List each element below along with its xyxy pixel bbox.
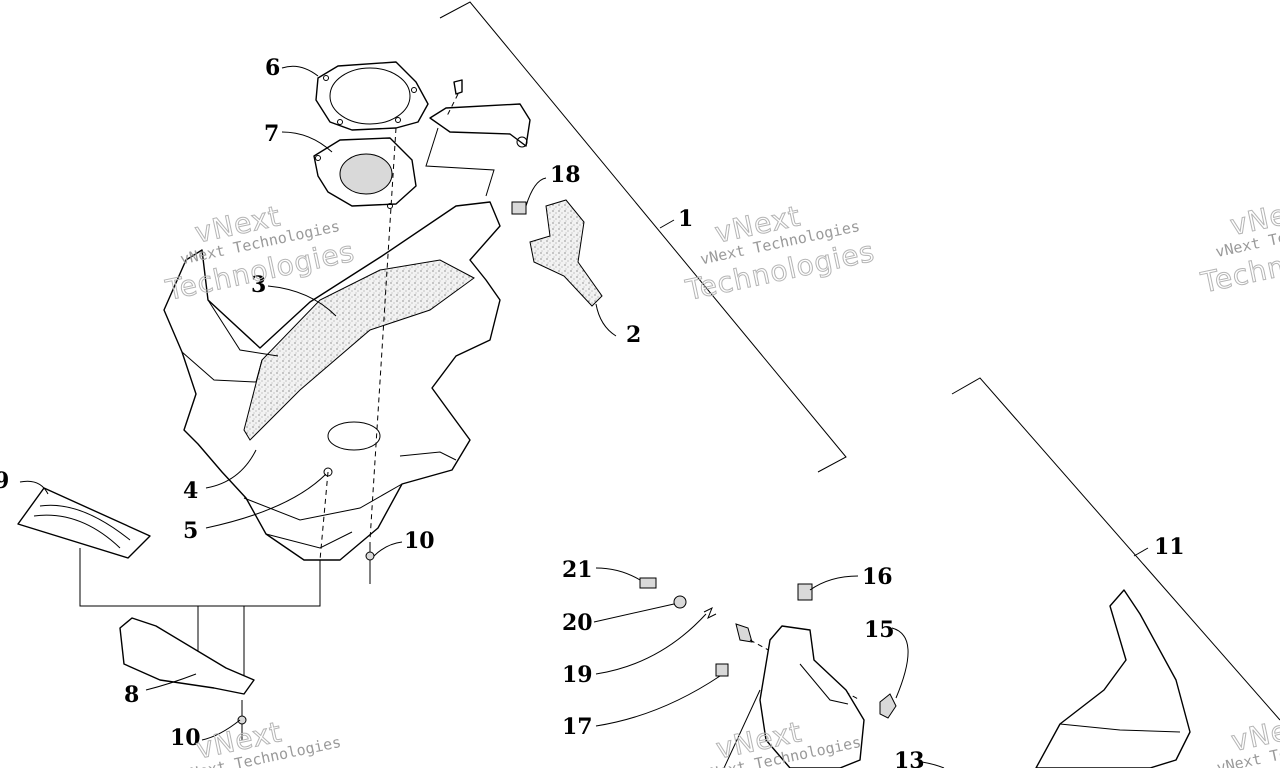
part-11-shroud xyxy=(1035,589,1191,768)
part-21-screw xyxy=(639,577,657,589)
callout-19: 19 xyxy=(562,662,593,688)
callout-10-lower: 10 xyxy=(170,725,201,751)
callout-8: 8 xyxy=(124,682,139,708)
callout-21: 21 xyxy=(562,557,593,583)
part-1-shroud xyxy=(163,201,501,561)
callout-2: 2 xyxy=(626,322,641,348)
callout-17: 17 xyxy=(562,714,593,740)
part-19-nut xyxy=(735,623,753,643)
assembly-11-bracket xyxy=(951,377,1280,721)
callout-11: 11 xyxy=(1154,534,1185,560)
watermark-6: vNext vNext Technologies xyxy=(1215,707,1280,768)
callout-9: 9 xyxy=(0,468,9,494)
part-15-bolt xyxy=(879,693,897,719)
callout-10-upper: 10 xyxy=(404,528,435,554)
callout-20: 20 xyxy=(562,610,593,636)
watermark-3: vNext vNext Technologies Technologies xyxy=(1197,191,1280,300)
callout-7: 7 xyxy=(264,121,279,147)
assembly-1-bracket xyxy=(439,1,847,473)
part-9-panel xyxy=(17,487,151,559)
part-20-washer xyxy=(673,595,687,609)
part-19-clip xyxy=(703,606,717,620)
watermark-2: vNext vNext Technologies Technologies xyxy=(682,199,879,308)
callout-1: 1 xyxy=(678,206,693,232)
callout-4: 4 xyxy=(183,478,198,504)
bracket-lower-middle xyxy=(759,625,865,768)
part-16-nut xyxy=(797,583,813,601)
part-2-foam xyxy=(529,199,603,307)
bracket-hardware-top xyxy=(425,79,531,197)
watermark-5: vNext vNext Technologies xyxy=(700,715,863,768)
callout-13: 13 xyxy=(894,748,925,768)
callout-5: 5 xyxy=(183,518,198,544)
fastener-line-6 xyxy=(369,127,397,541)
part-8-piece xyxy=(119,617,255,695)
part-18-clip xyxy=(511,201,527,215)
callout-18: 18 xyxy=(550,162,581,188)
callout-3: 3 xyxy=(251,272,266,298)
callout-6: 6 xyxy=(265,55,280,81)
part-17-clip xyxy=(715,663,729,677)
leader-lines xyxy=(19,65,1149,768)
part-6-gasket xyxy=(315,61,429,131)
watermark-4: vNext vNext Technologies xyxy=(180,715,343,768)
callout-16: 16 xyxy=(862,564,893,590)
part-9-leader-box xyxy=(79,548,321,607)
fastener-line-5 xyxy=(319,471,329,561)
callout-15: 15 xyxy=(864,617,895,643)
part-7-gasket xyxy=(313,137,417,209)
